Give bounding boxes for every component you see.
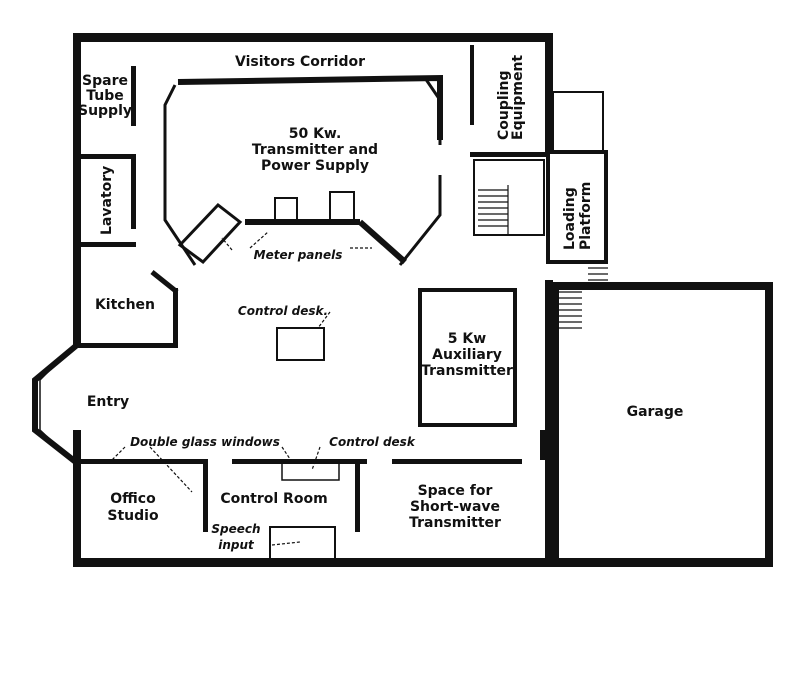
speech-input-box — [269, 526, 336, 560]
garage-walls — [553, 282, 773, 567]
visitors-corridor-label: Visitors Corridor — [235, 54, 365, 70]
control-desk-label: Control desk. — [238, 304, 328, 318]
transmitter-50kw-line2: Transmitter and — [252, 142, 378, 158]
annotation-arrows — [111, 231, 372, 546]
control-room-label: Control Room — [220, 491, 327, 507]
outer-walls — [73, 33, 553, 567]
double-glass-windows-label: Double glass windows — [130, 435, 280, 449]
shortwave-line2: Short-wave — [410, 499, 500, 515]
garage-label: Garage — [627, 404, 684, 420]
control-desk-small-label: Control desk — [329, 435, 416, 449]
shortwave-line1: Space for — [418, 483, 493, 499]
lavatory-label: Lavatory — [99, 166, 115, 235]
annotation-labels: Meter panels Control desk. Double glass … — [130, 248, 416, 552]
kitchen-label: Kitchen — [95, 297, 155, 313]
shortwave-line3: Transmitter — [409, 515, 501, 531]
control-room-desk — [281, 461, 340, 481]
spare-tube-line2: Tube — [86, 88, 124, 104]
interior-walls — [78, 45, 550, 532]
aux-line3: Transmitter — [421, 363, 513, 379]
transmitter-enclosure — [163, 74, 443, 266]
loading-line1: Loading — [562, 187, 578, 250]
meter-panels-label: Meter panels — [254, 248, 343, 262]
control-desk — [276, 327, 325, 361]
speech-input-line1: Speech — [211, 522, 260, 536]
transmitter-50kw-line3: Power Supply — [261, 158, 369, 174]
spare-tube-line1: Spare — [82, 73, 128, 89]
loading-line2: Platform — [578, 182, 594, 250]
entry-bay — [32, 342, 79, 466]
coupling-line1: Coupling — [496, 71, 512, 140]
spare-tube-line3: Supply — [78, 103, 132, 119]
entry-label: Entry — [87, 394, 129, 410]
coupling-line2: Equipment — [510, 55, 526, 140]
speech-input-line2: input — [218, 538, 255, 552]
office-line2: Studio — [107, 508, 159, 524]
office-line1: Offico — [110, 491, 156, 507]
loading-platform — [546, 91, 608, 329]
aux-line2: Auxiliary — [432, 347, 502, 363]
room-labels: Visitors Corridor Spare Tube Supply 50 K… — [78, 54, 683, 531]
transmitter-50kw-line1: 50 Kw. — [289, 126, 342, 142]
aux-line1: 5 Kw — [448, 331, 486, 347]
